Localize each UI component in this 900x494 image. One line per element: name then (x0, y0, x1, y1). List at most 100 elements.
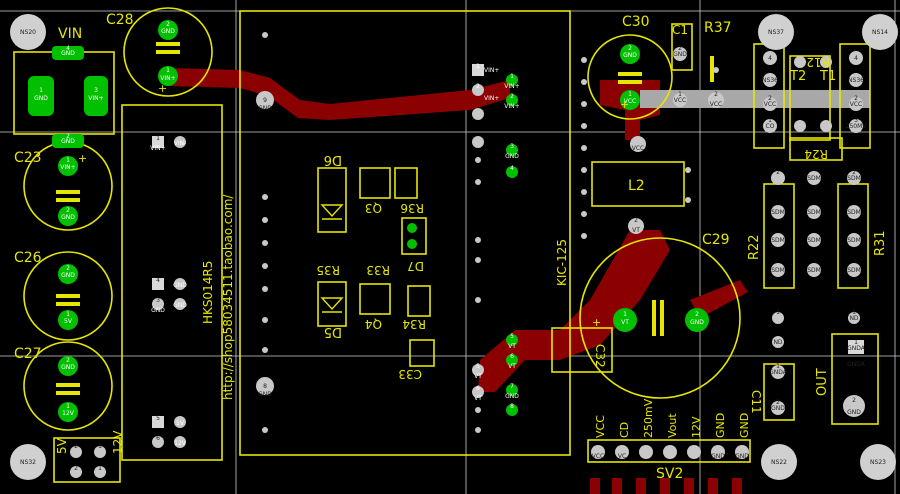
svg-text:SDM: SDM (771, 267, 785, 274)
svg-text:NS23: NS23 (870, 459, 886, 466)
svg-text:2: 2 (628, 45, 632, 52)
svg-text:VT: VT (474, 395, 482, 402)
silkscreen-labels: C28 VIN C23 C26 C27 C30 C1 R37 R12 T2 T1… (14, 12, 888, 482)
svg-text:VCC: VCC (710, 101, 722, 108)
svg-text:GND: GND (505, 393, 519, 400)
label-5v: 5V (55, 437, 69, 454)
svg-text:ND: ND (849, 315, 858, 322)
svg-text:VIN+: VIN+ (160, 75, 175, 82)
svg-text:3: 3 (156, 297, 160, 304)
svg-text:1: 1 (510, 73, 514, 80)
svg-text:VT: VT (508, 343, 516, 350)
pad-labels: GND GND GND VIN+ GND VIN+ VIN+ GND GND 5… (34, 28, 867, 460)
mount-holes: NS20 NS37 NS14 NS32 NS22 NS23 (10, 14, 898, 480)
svg-text:1: 1 (776, 363, 780, 370)
label-vin: VIN (58, 26, 82, 42)
label-d5: D5 (324, 324, 342, 339)
label-r37: R37 (704, 20, 732, 36)
svg-text:SDM: SDM (771, 237, 785, 244)
svg-text:SDM: SDM (847, 175, 861, 182)
svg-text:+: + (78, 152, 87, 165)
svg-text:6: 6 (510, 353, 514, 360)
svg-text:GND: GND (771, 405, 785, 412)
label-url: http://shop58034511.taobao.com/ (221, 194, 235, 400)
svg-text:VCC: VCC (632, 145, 644, 152)
svg-text:GND: GND (61, 50, 75, 57)
label-t2: T2 (789, 69, 806, 84)
svg-text:VT: VT (621, 319, 629, 326)
label-hks014r5: HKS014R5 (201, 261, 215, 324)
svg-text:GND: GND (61, 364, 75, 371)
label-c29: C29 (702, 232, 730, 248)
mount-hole[interactable]: NS32 (10, 444, 46, 480)
header-label-gnd-1: GND (714, 413, 727, 438)
header-label-vcc: VCC (594, 415, 607, 438)
svg-text:5V: 5V (64, 318, 73, 325)
label-c28: C28 (106, 12, 134, 28)
svg-text:GND: GND (505, 153, 519, 160)
svg-text:2: 2 (776, 399, 780, 406)
mount-hole[interactable]: NS14 (862, 14, 898, 50)
svg-text:NS32: NS32 (20, 459, 36, 466)
svg-text:NS22: NS22 (771, 459, 787, 466)
svg-text:4: 4 (510, 165, 514, 172)
svg-text:12V: 12V (174, 440, 187, 447)
label-d7: D7 (407, 259, 424, 273)
svg-text:VCC: VCC (592, 453, 604, 460)
label-r24: R24 (804, 147, 828, 161)
svg-text:2: 2 (66, 265, 70, 272)
svg-text:5: 5 (156, 415, 160, 422)
grey-traces (640, 90, 870, 108)
svg-text:1: 1 (623, 311, 627, 318)
label-kic125: KIC-125 (555, 239, 569, 286)
label-r35: R35 (316, 263, 340, 277)
svg-text:VT: VT (632, 227, 640, 234)
svg-text:2: 2 (166, 21, 170, 28)
svg-text:VIN+: VIN+ (60, 164, 75, 171)
svg-text:GNDA: GNDA (847, 361, 866, 368)
svg-text:GND: GND (151, 307, 165, 314)
capacitor-bodies (56, 42, 714, 395)
svg-text:SDM: SDM (807, 175, 821, 182)
svg-text:7: 7 (510, 383, 514, 390)
svg-text:NS14: NS14 (872, 29, 888, 36)
svg-text:5V: 5V (176, 420, 185, 427)
svg-text:2: 2 (66, 357, 70, 364)
header-label-cd: CD (618, 422, 631, 438)
mount-hole[interactable]: NS23 (860, 444, 896, 480)
svg-text:1: 1 (852, 309, 856, 316)
svg-text:8: 8 (263, 383, 267, 390)
label-c30: C30 (622, 14, 650, 30)
svg-text:SDM: SDM (807, 209, 821, 216)
svg-text:2: 2 (854, 95, 858, 102)
header-label-250mv: 250mV (642, 398, 655, 438)
label-c11: C11 (749, 390, 763, 414)
label-q4: Q4 (365, 317, 382, 331)
mount-hole[interactable]: NS22 (761, 444, 797, 480)
svg-text:GND: GND (623, 52, 637, 59)
svg-text:GND: GND (673, 51, 687, 58)
svg-text:1: 1 (66, 311, 70, 318)
header-label-12v: 12V (690, 416, 703, 438)
label-r34: R34 (402, 317, 426, 331)
svg-text:1: 1 (66, 157, 70, 164)
label-q3: Q3 (365, 201, 382, 215)
svg-text:VIN+: VIN+ (484, 67, 499, 74)
label-12v: 12V (111, 430, 125, 454)
svg-text:GND: GND (173, 302, 187, 309)
label-c23: C23 (14, 150, 42, 166)
svg-text:NS36: NS36 (848, 77, 864, 84)
label-l2: L2 (628, 178, 645, 194)
svg-text:4: 4 (768, 55, 772, 62)
svg-text:2: 2 (678, 45, 682, 52)
svg-text:GNDA: GNDA (847, 345, 866, 352)
label-c33: C33 (398, 367, 422, 381)
svg-text:2: 2 (852, 169, 856, 176)
svg-text:1: 1 (854, 339, 858, 346)
mount-hole[interactable]: NS37 (758, 14, 794, 50)
mount-hole[interactable]: NS20 (10, 14, 46, 50)
svg-text:CO: CO (766, 123, 775, 130)
svg-text:1: 1 (98, 443, 102, 450)
svg-text:NS37: NS37 (768, 29, 784, 36)
svg-text:2: 2 (695, 311, 699, 318)
